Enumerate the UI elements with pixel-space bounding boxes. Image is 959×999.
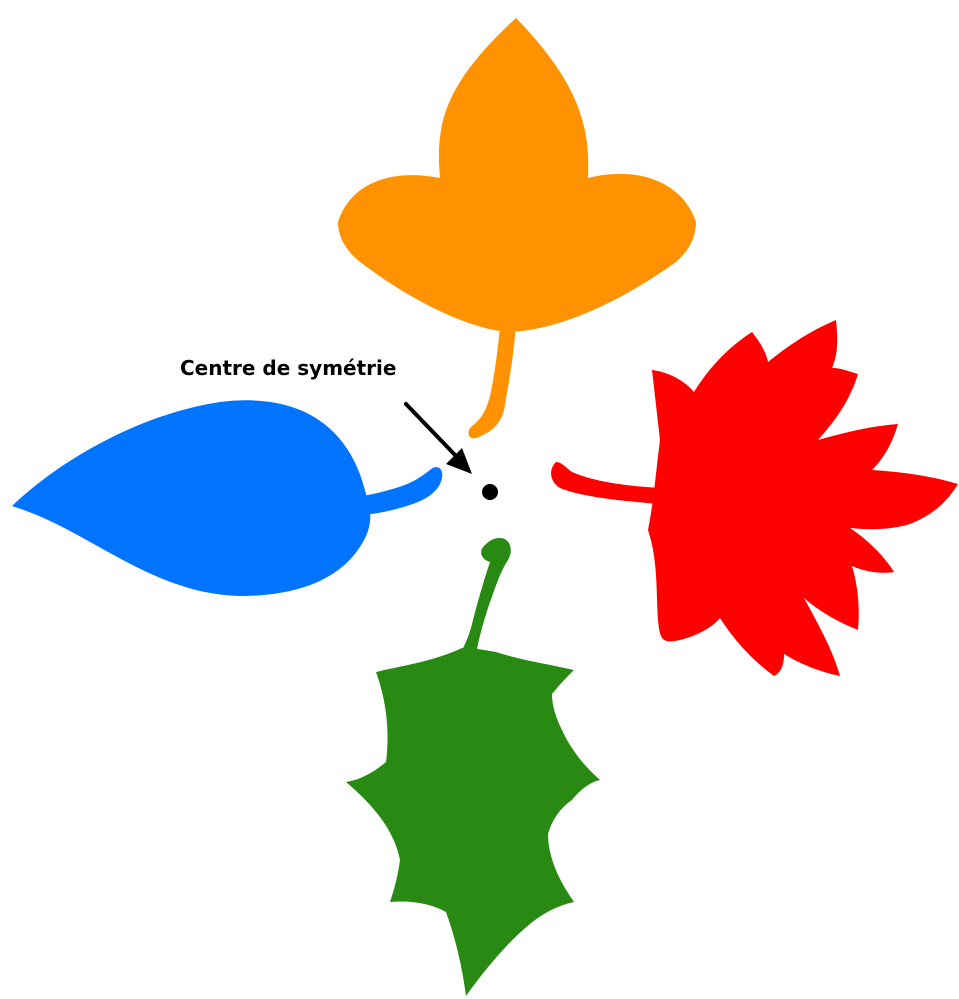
orange-leaf-blade	[338, 18, 696, 332]
green-leaf	[346, 538, 600, 996]
orange-leaf-stem	[469, 326, 516, 438]
blue-leaf-blade	[12, 400, 370, 596]
red-leaf-blade	[648, 320, 958, 676]
symmetry-center-point	[482, 484, 498, 500]
blue-leaf	[12, 400, 442, 596]
annotation-arrow-shaft	[406, 404, 456, 456]
green-leaf-blade	[346, 648, 600, 996]
symmetry-center-label: Centre de symétrie	[180, 356, 396, 380]
green-leaf-stem	[460, 538, 511, 656]
red-leaf-stem	[551, 462, 662, 504]
red-leaf	[551, 320, 958, 676]
